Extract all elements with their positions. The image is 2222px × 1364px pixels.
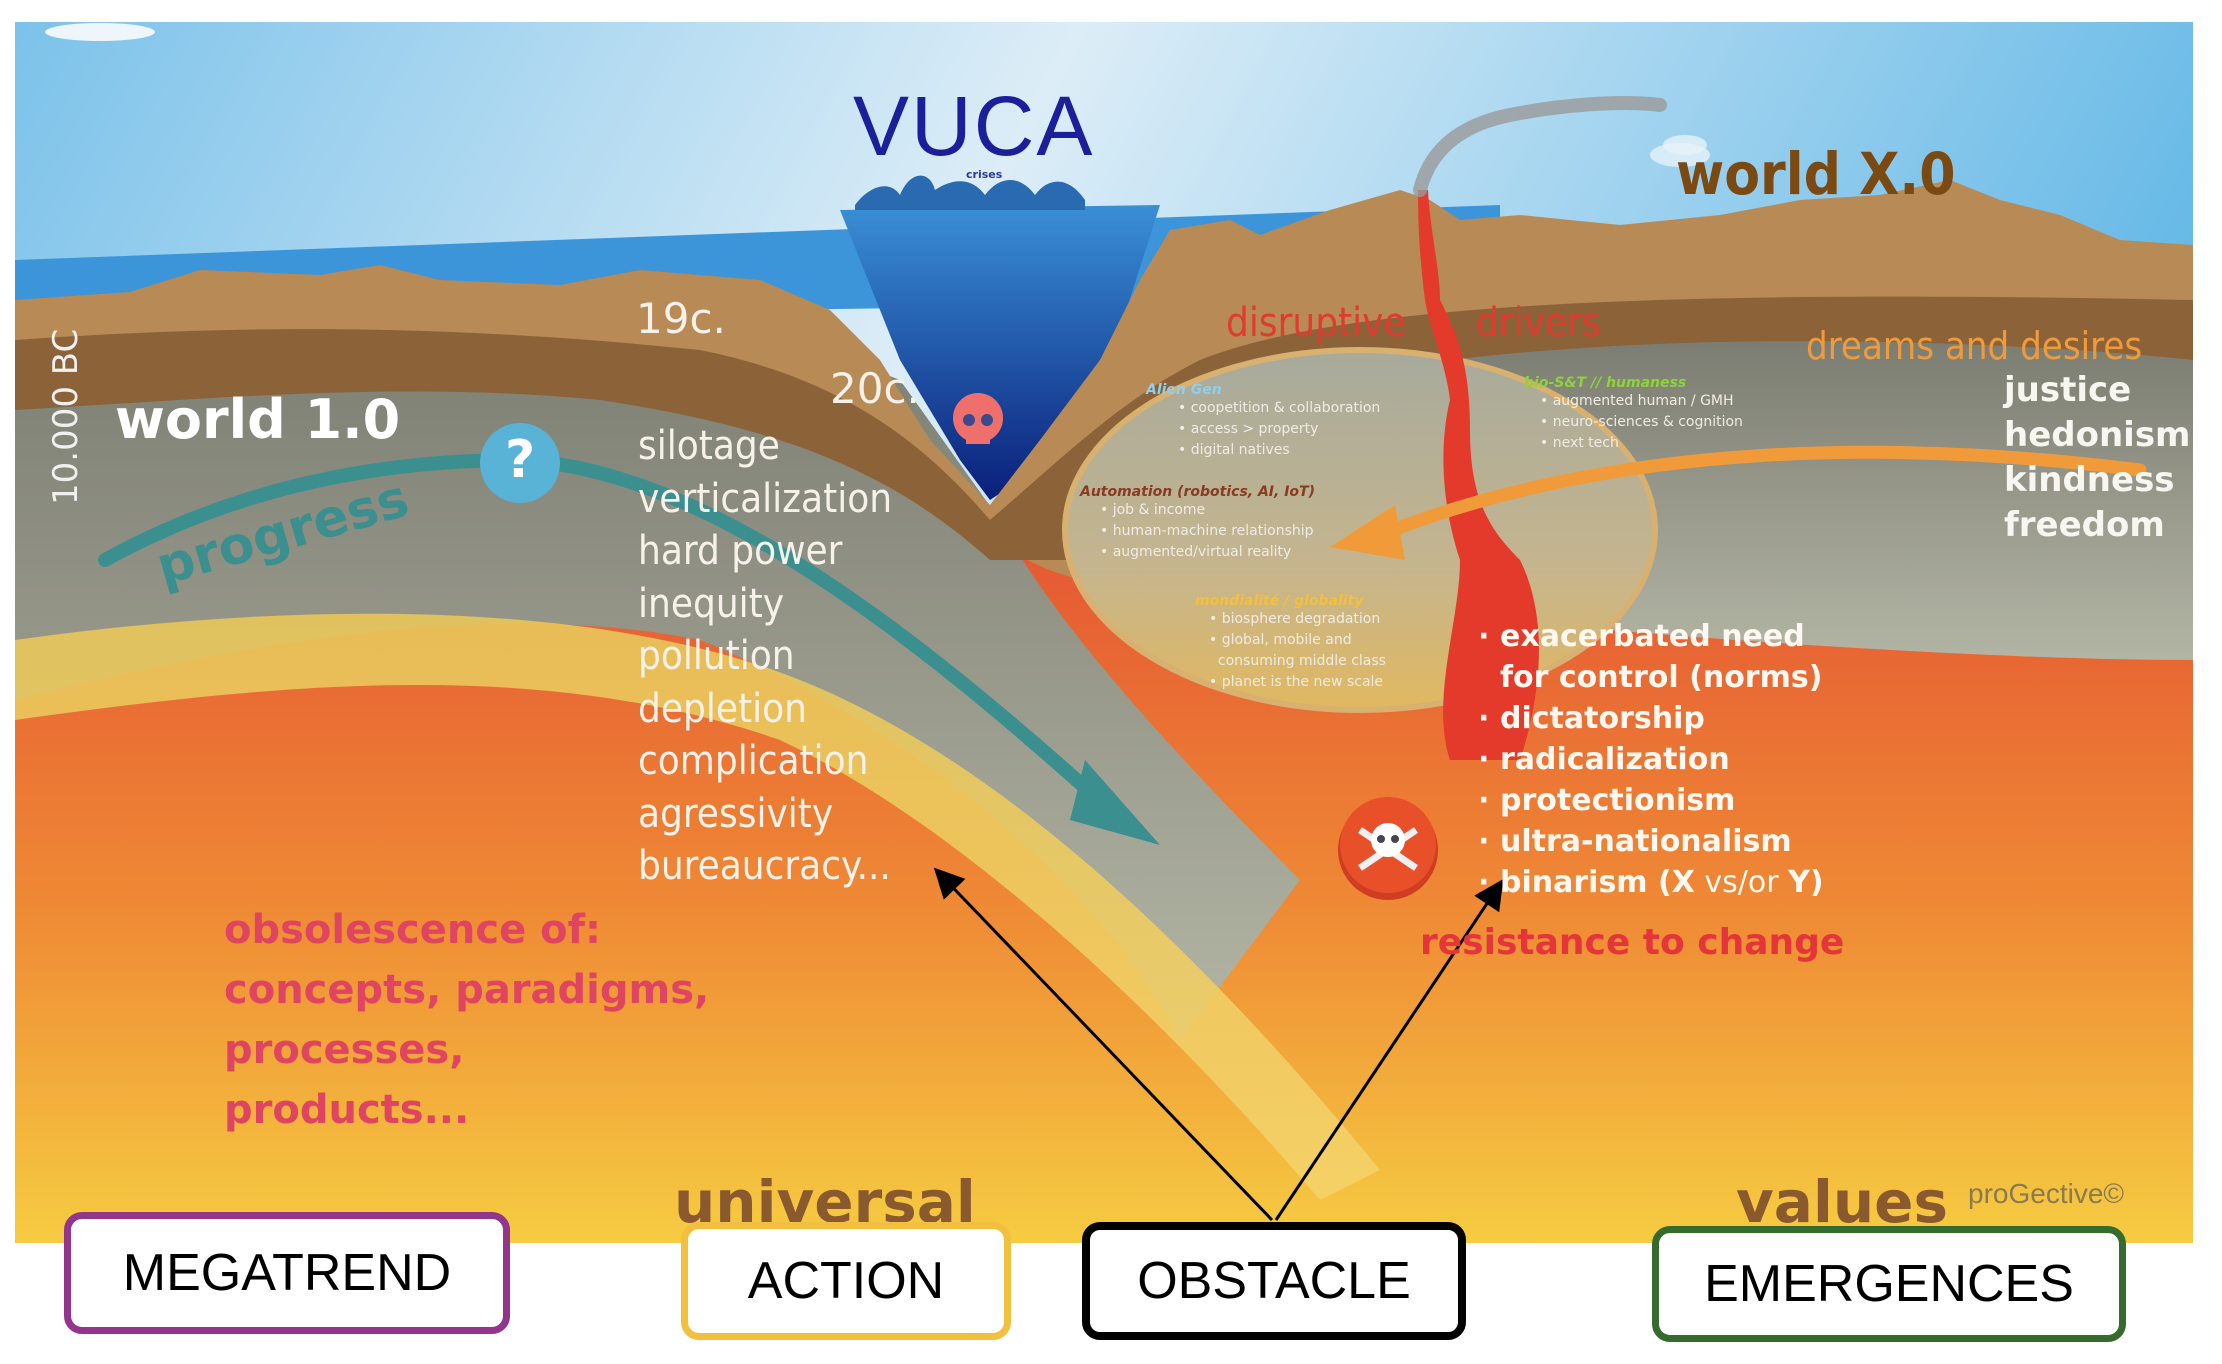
driver-item: • human-machine relationship	[1100, 523, 1314, 539]
legacy-item: depletion	[638, 685, 807, 732]
progress-arrow	[98, 452, 1117, 817]
legacy-item: pollution	[638, 633, 795, 679]
legacy-list: silotage verticalization hard power ineq…	[638, 420, 892, 893]
driver-group-title: bio-S&T // humaness	[1524, 375, 1687, 391]
driver-group-automation: Automation (robotics, AI, IoT) • job & i…	[1080, 484, 1315, 563]
driver-group-globality: mondialité / globality • biosphere degra…	[1195, 593, 1386, 693]
emergences-label: EMERGENCES	[1652, 1226, 2126, 1342]
driver-item: • planet is the new scale	[1209, 674, 1384, 690]
obstacle-arrow-to-legacy	[933, 867, 1274, 1222]
driver-item: • coopetition & collaboration	[1178, 400, 1381, 416]
driver-item: • neuro-sciences & cognition	[1540, 414, 1743, 430]
driver-group-title: Automation (robotics, AI, IoT)	[1080, 484, 1315, 500]
obstacle-label: OBSTACLE	[1082, 1222, 1466, 1340]
resistance-item: ·dictatorship	[1478, 701, 1705, 736]
resistance-item: ·exacerbated need	[1478, 619, 1805, 654]
world-x-label: world X.0	[1676, 140, 1956, 208]
century-20-label: 20c.	[830, 364, 920, 413]
driver-item: • next tech	[1540, 435, 1619, 451]
dream-item: justice	[2004, 370, 2132, 410]
driver-item: • augmented/virtual reality	[1100, 544, 1292, 560]
world-1-label: world 1.0	[115, 388, 401, 451]
brown-crust-left	[15, 180, 2193, 581]
vuca-title: VUCA	[853, 79, 1095, 173]
driver-item: • digital natives	[1178, 442, 1290, 458]
magma-plume	[1418, 190, 1539, 760]
legacy-item: hard power	[638, 528, 843, 574]
question-mark: ?	[505, 430, 536, 490]
obsolescence-text: obsolescence of: concepts, paradigms, pr…	[224, 907, 710, 1133]
legacy-item: agressivity	[638, 790, 834, 837]
driver-group-title: mondialité / globality	[1195, 593, 1364, 609]
legacy-item: verticalization	[638, 475, 893, 522]
disruptive-label: disruptive	[1226, 300, 1406, 346]
waves-icon	[855, 175, 1085, 210]
values-label: values	[1736, 1168, 1948, 1236]
resistance-item: ·ultra-nationalism	[1478, 824, 1792, 859]
driver-item: • job & income	[1100, 502, 1206, 518]
dreams-list: justice hedonism kindness freedom	[2004, 368, 2191, 548]
cloud	[45, 23, 155, 41]
dream-item: freedom	[2004, 505, 2165, 545]
resistance-item: for control (norms)	[1500, 660, 1823, 695]
driver-item: • access > property	[1178, 421, 1319, 437]
dream-item: hedonism	[2004, 415, 2191, 455]
pink-skull-icon	[953, 393, 1003, 444]
dreams-arrow	[1373, 445, 2147, 542]
sea-trench	[840, 205, 1160, 500]
vuca-subtitle: crises	[966, 168, 1003, 181]
progress-arrowhead	[1070, 760, 1160, 845]
resistance-title: resistance to change	[1420, 922, 1845, 963]
resistance-list: ·exacerbated need for control (norms) ·d…	[1478, 616, 1824, 903]
subducting-band	[15, 613, 1380, 1200]
question-icon	[480, 423, 560, 503]
credit-label: proGective©	[1968, 1178, 2125, 1209]
legacy-item: inequity	[638, 580, 785, 627]
dream-item: kindness	[2004, 460, 2175, 500]
megatrend-label: MEGATREND	[64, 1212, 510, 1334]
driver-group-title: Alien Gen	[1146, 382, 1222, 398]
legacy-item: silotage	[638, 423, 780, 469]
dreams-title: dreams and desires	[1806, 324, 2143, 368]
driver-group-bio-st: bio-S&T // humaness • augmented human / …	[1524, 375, 1743, 454]
legacy-item: bureaucracy...	[638, 843, 891, 889]
era-start-label: 10.000 BC	[46, 328, 86, 505]
resistance-item: ·radicalization	[1478, 742, 1730, 777]
dreams-arrowhead	[1330, 505, 1405, 560]
driver-item: consuming middle class	[1217, 653, 1386, 669]
drivers-label: drivers	[1476, 300, 1601, 346]
cloud	[1650, 143, 1710, 167]
danger-skull-icon	[1338, 797, 1438, 900]
driver-item: • biosphere degradation	[1209, 611, 1381, 627]
resistance-item: ·protectionism	[1478, 783, 1736, 818]
resistance-item: ·binarism (X vs/or Y)	[1478, 865, 1824, 900]
century-19-label: 19c.	[636, 294, 726, 343]
legacy-item: complication	[638, 738, 869, 784]
driver-item: • global, mobile and	[1209, 632, 1352, 648]
crust-left	[15, 308, 1300, 1040]
volcano-smoke	[1413, 96, 1667, 197]
obstacle-arrow-to-resistance	[1274, 879, 1504, 1221]
driver-item: • augmented human / GMH	[1540, 393, 1734, 409]
action-label: ACTION	[681, 1222, 1011, 1340]
driver-group-alien-gen: Alien Gen • coopetition & collaboration …	[1146, 382, 1380, 461]
